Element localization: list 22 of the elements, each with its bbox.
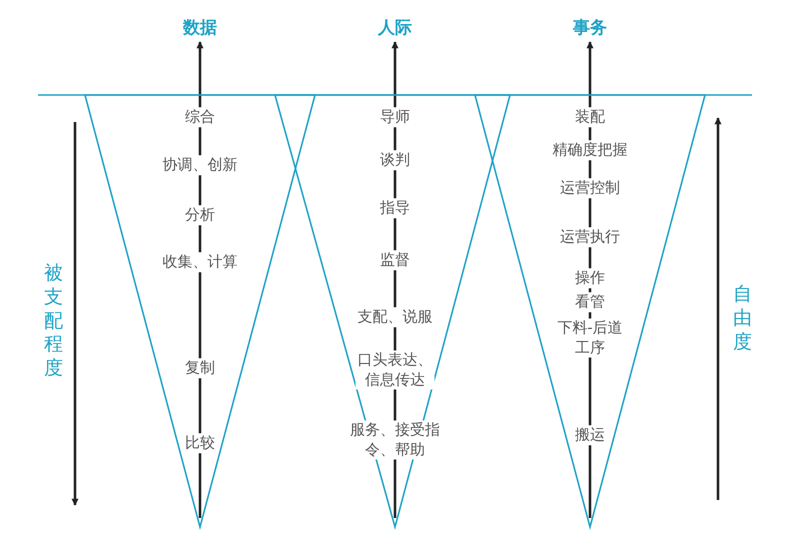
activity-label: 指导: [378, 198, 412, 218]
activity-label: 口头表达、信息传达: [356, 350, 434, 390]
activity-label: 看管: [573, 292, 607, 312]
activity-label: 比较: [183, 433, 217, 453]
activity-label: 谈判: [378, 150, 412, 170]
axis-label: 自由度: [733, 283, 752, 354]
activity-label: 收集、计算: [160, 252, 240, 272]
activity-label: 精确度把握: [550, 140, 630, 160]
activity-label: 协调、创新: [160, 155, 240, 175]
activity-label: 装配: [573, 107, 607, 127]
activity-label: 运营执行: [558, 227, 622, 247]
activity-label: 综合: [183, 107, 217, 127]
activity-label: 分析: [183, 205, 217, 225]
activity-label: 服务、接受指令、帮助: [348, 420, 442, 460]
activity-label: 支配、说服: [356, 307, 434, 327]
activity-label: 运营控制: [558, 178, 622, 198]
activity-label: 导师: [378, 107, 412, 127]
activity-label: 复制: [183, 358, 217, 378]
activity-label: 搬运: [573, 425, 607, 445]
axis-label: 被支配程度: [44, 262, 63, 381]
activity-label: 监督: [378, 250, 412, 270]
activity-label: 操作: [573, 268, 607, 288]
